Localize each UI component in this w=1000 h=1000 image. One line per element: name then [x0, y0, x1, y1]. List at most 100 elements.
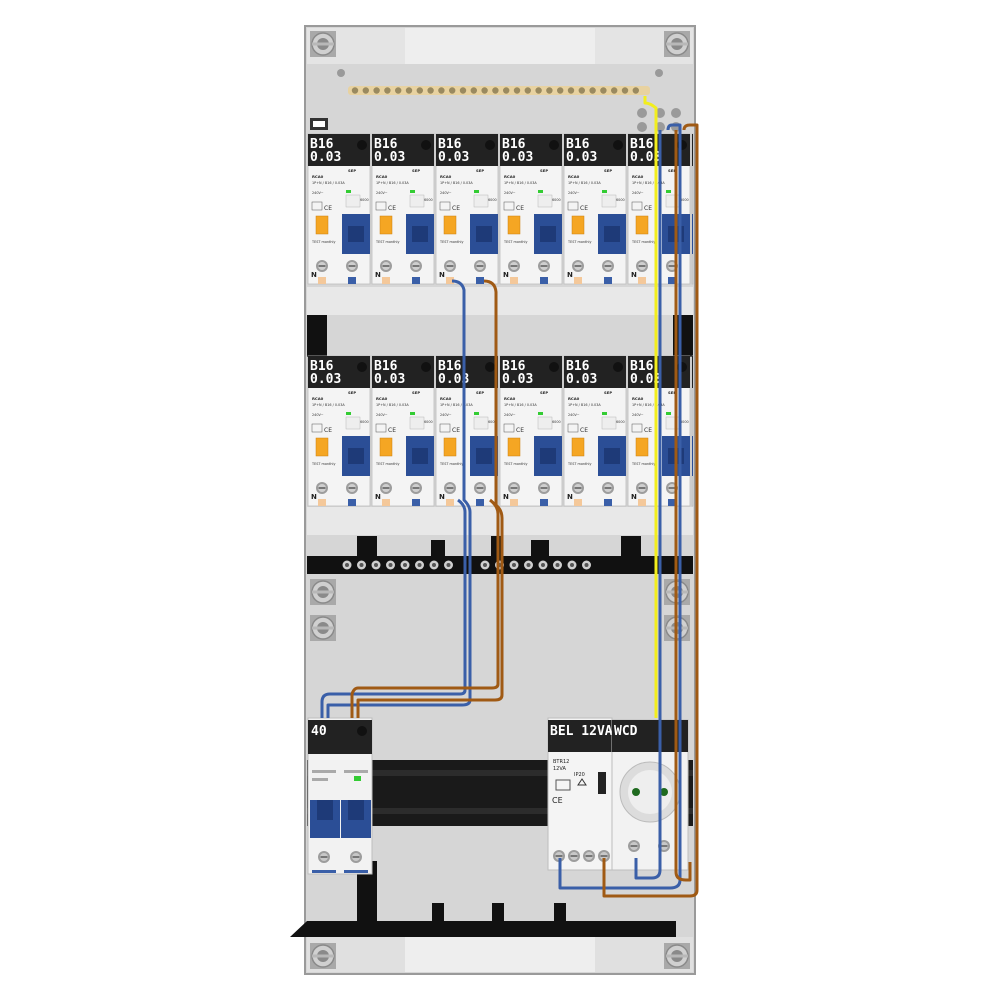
rcbo-voltage: 240V~	[568, 413, 580, 417]
breaker-rating: B16	[310, 359, 334, 374]
neutral-mark: N	[503, 493, 509, 501]
earth-terminal-icon	[384, 87, 391, 94]
breaker-sensitivity: 0.03	[438, 372, 469, 387]
neutral-terminal-icon	[480, 560, 490, 570]
rcbo-voltage: 240V~	[568, 191, 580, 195]
earth-terminal-icon	[503, 87, 510, 94]
test-button[interactable]	[507, 437, 521, 457]
neutral-mark: N	[439, 271, 445, 279]
test-button[interactable]	[315, 215, 329, 235]
rcbo-spec: 1P+N / B16 / 0.03A	[504, 181, 537, 185]
screw-terminal-icon	[572, 482, 584, 494]
rcbo-ce-mark: CE	[324, 427, 332, 434]
rcbo-spec: 1P+N / B16 / 0.03A	[312, 181, 345, 185]
brand-logo: SEP	[668, 168, 676, 173]
neutral-terminal-icon	[429, 560, 439, 570]
rcbo-ce-mark: CE	[644, 427, 652, 434]
rcbo-test-text: TEST monthly	[311, 240, 335, 244]
test-button[interactable]	[443, 215, 457, 235]
rcbo-ce-mark: CE	[516, 427, 524, 434]
bell-transformer: BEL 12VA BTR12 12VA IP20 CE	[547, 717, 613, 871]
breaker-sensitivity: 0.03	[310, 150, 341, 165]
brand-logo: SEP	[476, 390, 484, 395]
screw-terminal-icon	[538, 260, 550, 272]
earth-terminal-icon	[416, 87, 423, 94]
earth-terminal-icon	[546, 87, 553, 94]
rcbo-model: RCA0	[440, 174, 452, 179]
test-button[interactable]	[315, 437, 329, 457]
screw-terminal-icon	[572, 260, 584, 272]
rcbo-ce-mark: CE	[452, 427, 460, 434]
brand-logo: SEP	[668, 390, 676, 395]
rcbo-test-text: TEST monthly	[375, 462, 399, 466]
rcbo-model: RCA0	[504, 396, 516, 401]
test-button[interactable]	[443, 437, 457, 457]
test-button[interactable]	[635, 215, 649, 235]
rcbo-code: 6000	[552, 420, 561, 424]
rcbo-model: RCA0	[568, 174, 580, 179]
test-button[interactable]	[571, 215, 585, 235]
neutral-mark: N	[567, 493, 573, 501]
bell-ce-mark: CE	[552, 796, 563, 805]
earth-terminal-icon	[567, 87, 575, 94]
earth-terminal-icon	[427, 87, 434, 94]
neutral-mark: N	[631, 493, 637, 501]
breaker-rating: B16	[438, 137, 462, 152]
bell-power: 12VA	[553, 766, 566, 772]
breaker-rating: B16	[566, 137, 590, 152]
rcbo-test-text: TEST monthly	[375, 240, 399, 244]
breaker-rating: B16	[630, 137, 654, 152]
neutral-terminal-icon	[444, 560, 453, 570]
earth-terminal-icon	[632, 87, 639, 94]
main-switch[interactable]: 40	[307, 717, 373, 875]
rcbo-test-text: TEST monthly	[439, 462, 463, 466]
earth-terminal-icon	[492, 87, 499, 94]
breaker-rating: B16	[502, 359, 526, 374]
neutral-terminal-icon	[415, 560, 424, 570]
screw-terminal-icon	[538, 482, 550, 494]
earth-terminal-icon	[557, 87, 564, 94]
breaker-sensitivity: 0.03	[310, 372, 341, 387]
test-button[interactable]	[571, 437, 585, 457]
rcbo-code: 6000	[616, 198, 625, 202]
earth-terminal-icon	[578, 87, 585, 94]
neutral-terminal-icon	[386, 560, 395, 570]
rcbo-breaker-partial	[691, 133, 694, 285]
earth-terminal-icon	[621, 87, 629, 94]
screw-terminal-icon	[410, 260, 422, 272]
rcbo-test-text: TEST monthly	[631, 240, 655, 244]
screw-terminal-icon	[508, 482, 520, 494]
screw-terminal-icon	[602, 260, 614, 272]
rcbo-ce-mark: CE	[388, 427, 396, 434]
rcbo-voltage: 240V~	[440, 413, 452, 417]
brand-logo: SEP	[604, 168, 612, 173]
screw-terminal-icon	[636, 482, 648, 494]
test-button[interactable]	[379, 215, 393, 235]
test-button[interactable]	[507, 215, 521, 235]
earth-terminal-icon	[481, 87, 488, 94]
rcbo-ce-mark: CE	[452, 205, 460, 212]
breaker-rating: B16	[438, 359, 462, 374]
neutral-terminal-icon	[567, 560, 577, 570]
breaker-rating: B16	[374, 359, 398, 374]
test-button[interactable]	[379, 437, 393, 457]
breaker-sensitivity: 0.03	[566, 372, 597, 387]
breaker-sensitivity: 0.03	[374, 150, 405, 165]
test-button[interactable]	[635, 437, 649, 457]
screw-terminal-icon	[474, 482, 486, 494]
screw-terminal-icon	[346, 482, 358, 494]
breaker-sensitivity: 0.03	[566, 150, 597, 165]
breaker-sensitivity: 0.03	[438, 150, 469, 165]
screw-terminal-icon	[444, 482, 456, 494]
rcbo-code: 6000	[424, 198, 433, 202]
